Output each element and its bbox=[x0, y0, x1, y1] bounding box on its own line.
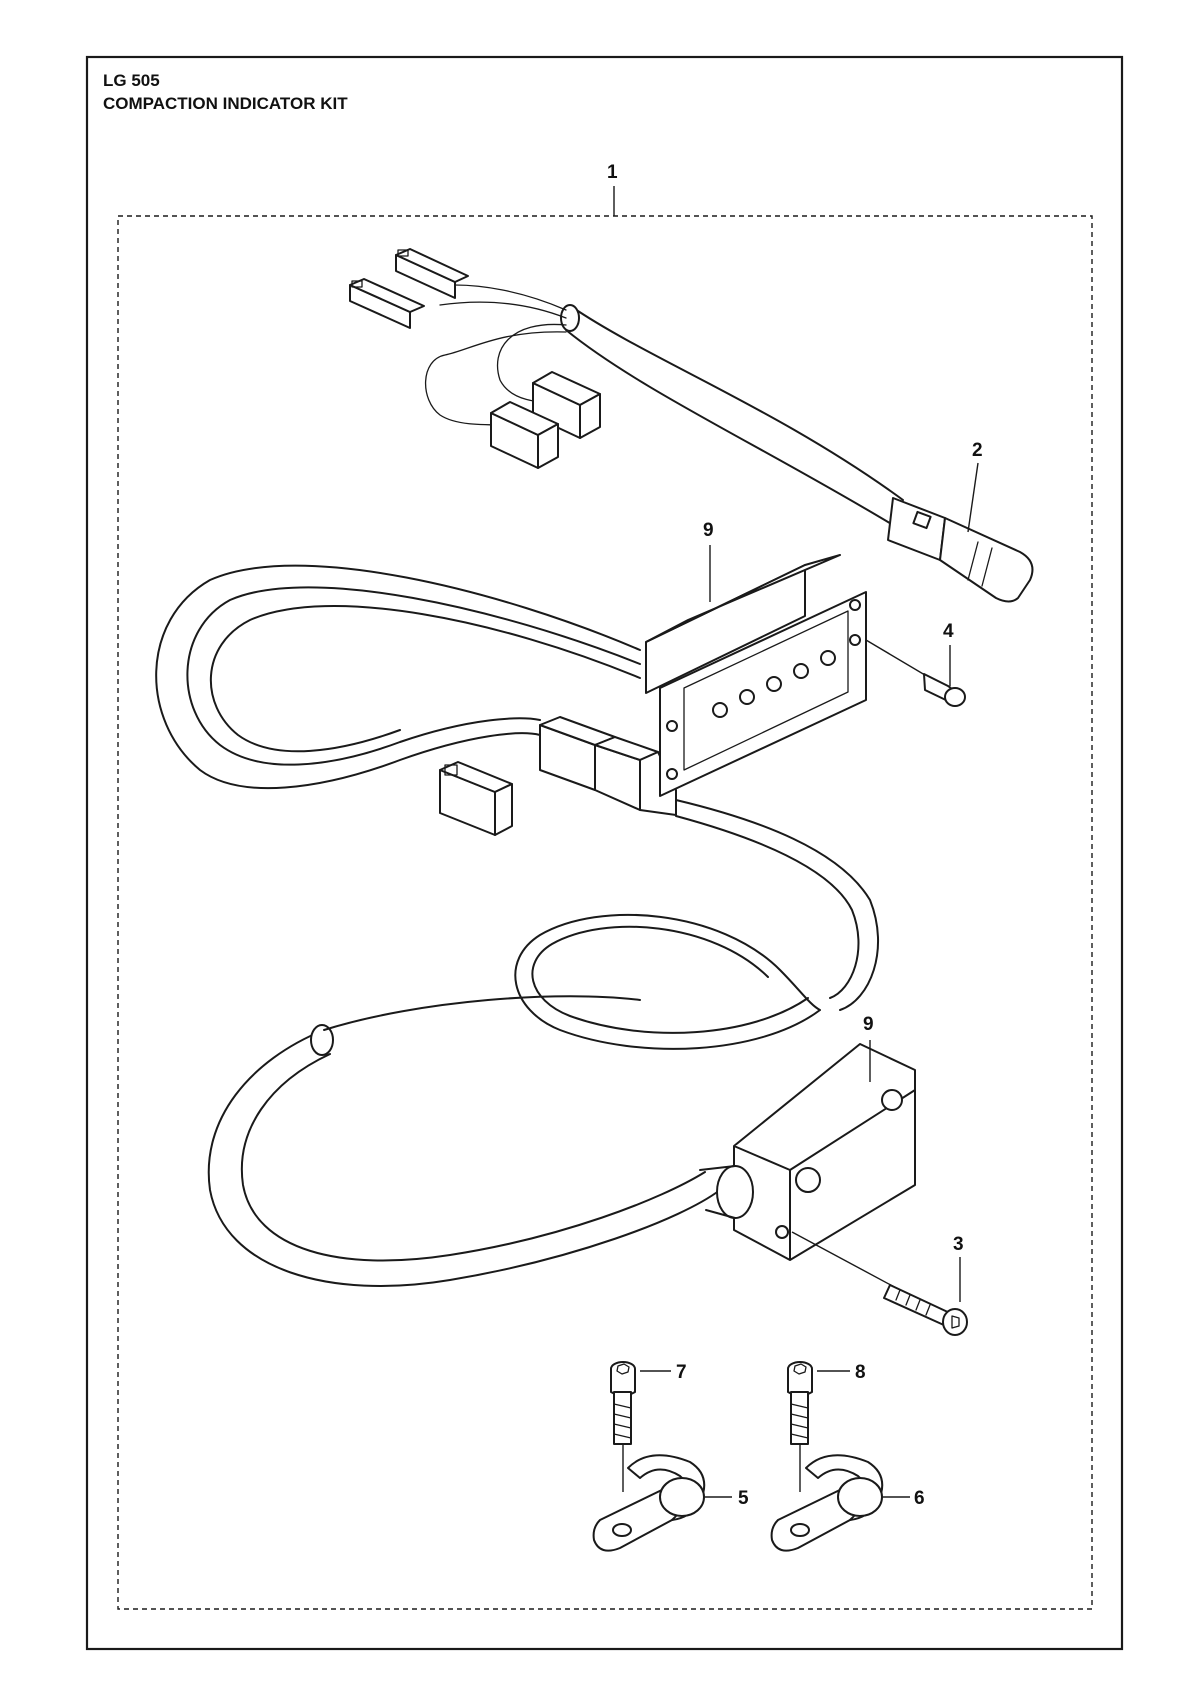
clamp-5-part bbox=[592, 1454, 706, 1552]
callout-3: 3 bbox=[953, 1234, 964, 1255]
kit-group-box bbox=[117, 215, 1093, 1610]
model-label: LG 505 bbox=[103, 71, 160, 90]
callout-7: 7 bbox=[676, 1362, 687, 1383]
sensor-harness bbox=[155, 564, 879, 1287]
long-bolt-part bbox=[791, 1231, 968, 1336]
harness-connector-single bbox=[439, 761, 513, 836]
small-connector-top-b bbox=[349, 278, 425, 329]
indicator-panel-part bbox=[645, 554, 867, 797]
callout-9-panel: 9 bbox=[703, 520, 714, 541]
cable-adapter-part bbox=[349, 248, 1034, 603]
diagram-title: COMPACTION INDICATOR KIT bbox=[103, 94, 348, 113]
page-border bbox=[85, 55, 1124, 1651]
callout-8: 8 bbox=[855, 1362, 866, 1383]
receptacle-b bbox=[490, 401, 559, 469]
callout-4: 4 bbox=[943, 621, 954, 642]
leader-2 bbox=[967, 462, 979, 533]
callout-1: 1 bbox=[607, 162, 618, 183]
clamp-6-part bbox=[770, 1454, 884, 1552]
harness-connector-pair bbox=[539, 716, 677, 816]
small-connector-top-a bbox=[395, 248, 469, 299]
receptacle-a bbox=[532, 371, 601, 439]
screw-8-part bbox=[787, 1361, 813, 1445]
button-screw-part bbox=[865, 639, 966, 707]
screw-7-part bbox=[610, 1361, 636, 1445]
callout-9-sensor: 9 bbox=[863, 1014, 874, 1035]
callout-5: 5 bbox=[738, 1488, 749, 1509]
callout-2: 2 bbox=[972, 440, 983, 461]
sensor-unit-part bbox=[699, 1043, 916, 1261]
callout-6: 6 bbox=[914, 1488, 925, 1509]
